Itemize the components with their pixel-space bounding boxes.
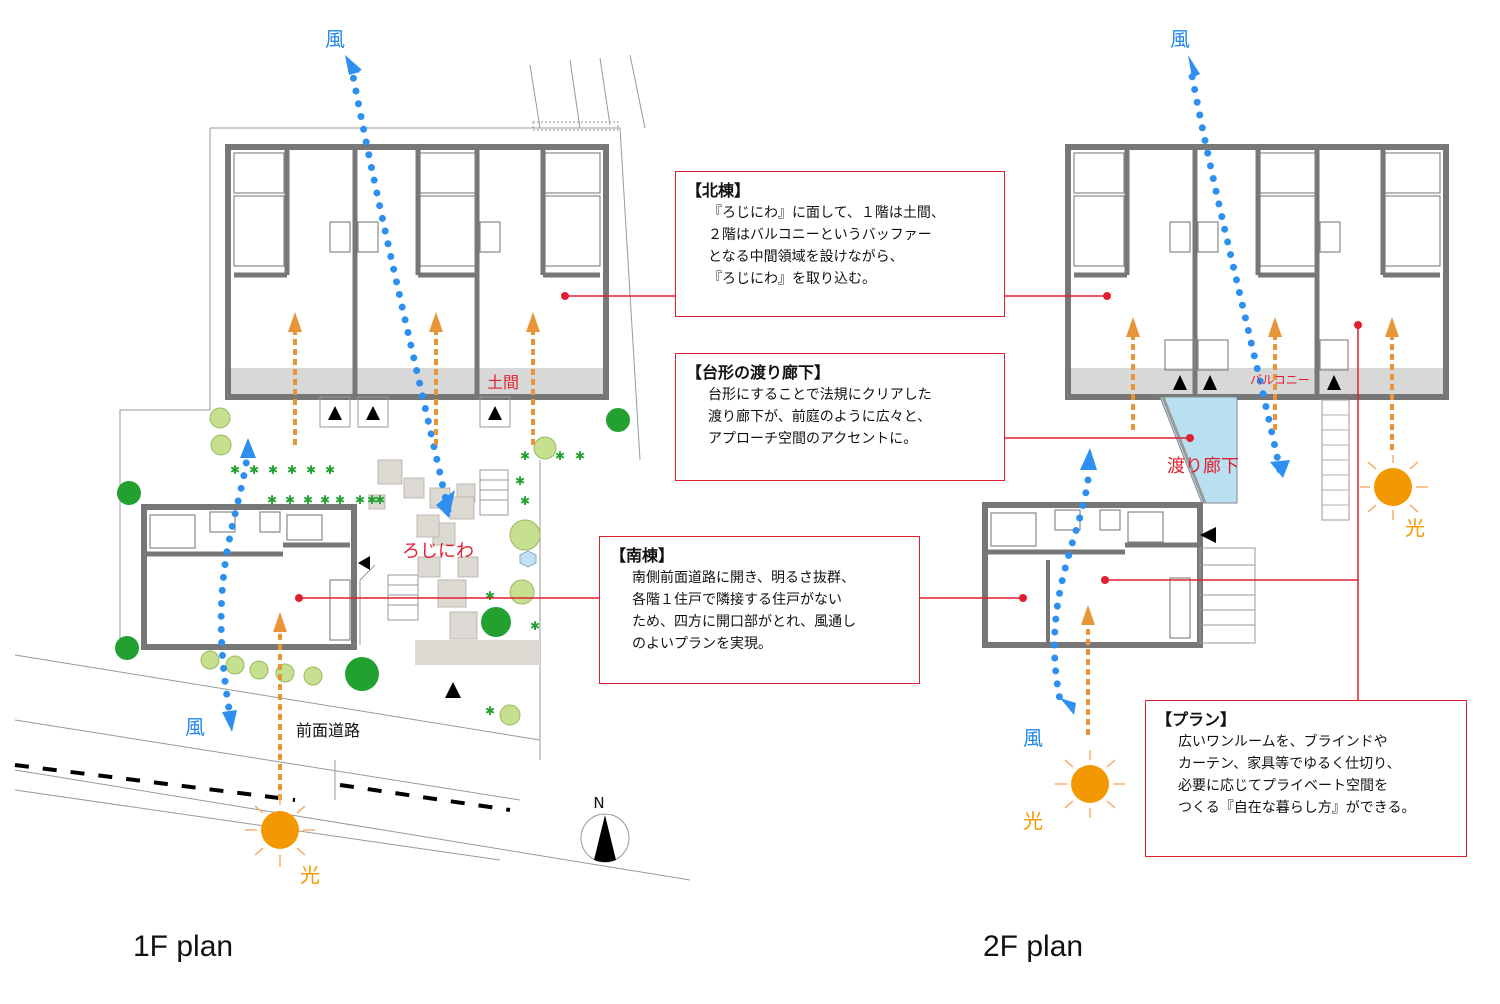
callout-line: 南側前面道路に開き、明るさ抜群、: [632, 570, 856, 586]
callout-line: 『ろじにわ』を取り込む。: [708, 271, 876, 287]
south-building-2f: [982, 502, 1256, 648]
stepping-stones: [368, 459, 479, 640]
svg-text:✱: ✱: [335, 493, 345, 507]
svg-text:✱: ✱: [575, 449, 585, 463]
site-boundary: [14, 54, 691, 881]
water-feature: [519, 550, 537, 568]
callout-line: のよいプランを実現。: [632, 636, 772, 652]
wind-arrowhead: [345, 55, 362, 75]
svg-text:✱: ✱: [320, 493, 330, 507]
light-label-1f: 光: [300, 863, 320, 887]
svg-text:✱: ✱: [230, 463, 240, 477]
first-floor-plan: ✱✱✱ ✱✱✱ ✱✱✱ ✱✱✱ ✱✱ ✱✱✱ ✱✱✱ ✱✱: [14, 27, 691, 887]
callout-south-building: 【南棟】 南側前面道路に開き、明るさ抜群、 各階１住戸で隣接する住戸がない ため…: [599, 536, 920, 684]
svg-text:✱: ✱: [287, 463, 297, 477]
north-building-2f: [1065, 144, 1449, 400]
sun-icon-2f-bottom: [1055, 750, 1125, 818]
callout-title: 【北棟】: [686, 181, 751, 200]
south-building-1f: [141, 469, 540, 698]
callout-leaders-2f: [920, 295, 1359, 700]
svg-text:✱: ✱: [515, 474, 525, 488]
light-arrows-2f: [1086, 335, 1394, 735]
svg-text:✱: ✱: [267, 493, 277, 507]
wind-arrow-2f-south: [1050, 476, 1092, 704]
light-label-2f-right: 光: [1405, 516, 1425, 540]
earth-floor-label: 土間: [487, 373, 519, 392]
north-label: N: [593, 794, 604, 812]
wind-arrowhead: [436, 490, 455, 518]
callout-title: 【南棟】: [610, 546, 675, 565]
callout-north-building: 【北棟】 『ろじにわ』に面して、１階は土間、 ２階はバルコニーというバッファー …: [675, 171, 1005, 317]
road-curb: [14, 763, 511, 812]
front-road-label: 前面道路: [296, 721, 360, 740]
svg-text:✱: ✱: [355, 493, 365, 507]
svg-text:✱: ✱: [375, 493, 385, 507]
north-arrow-icon: [580, 813, 630, 863]
wind-arrow-1f-north: [346, 56, 452, 514]
stairs-2f-north: [1321, 399, 1350, 521]
svg-text:✱: ✱: [325, 463, 335, 477]
wind-label-2f-top: 風: [1170, 27, 1190, 51]
wind-label-2f-bottom: 風: [1023, 726, 1043, 750]
svg-text:✱: ✱: [285, 493, 295, 507]
balcony-label: バルコニー: [1250, 373, 1310, 387]
sun-icon-1f: [245, 795, 315, 867]
callout-line: アプローチ空間のアクセントに。: [708, 431, 918, 447]
wind-label-1f-bottom: 風: [185, 715, 205, 739]
callout-line: 各階１住戸で隣接する住戸がない: [632, 592, 842, 608]
second-floor-plan-title: 2F plan: [983, 930, 1084, 963]
wind-arrow-1f-south: [217, 446, 252, 719]
svg-text:✱: ✱: [306, 463, 316, 477]
callout-line: ため、四方に開口部がとれ、風通し: [632, 614, 857, 630]
callout-line: 『ろじにわ』に面して、１階は土間、: [708, 205, 945, 221]
callout-line: カーテン、家具等でゆるく仕切り、: [1178, 756, 1401, 772]
callout-line: つくる『自在な暮らし方』ができる。: [1178, 800, 1416, 816]
callout-line: 必要に応じてプライベート空間を: [1178, 778, 1388, 794]
svg-text:✱: ✱: [485, 704, 495, 718]
callout-line: 渡り廊下が、前庭のように広々と、: [708, 409, 932, 425]
north-building-1f: [225, 144, 609, 428]
svg-text:✱: ✱: [485, 589, 495, 603]
callout-line: ２階はバルコニーというバッファー: [708, 227, 932, 243]
callout-leaders-1f: [299, 295, 675, 599]
wind-arrow-2f-north: [1186, 61, 1284, 474]
callout-line: となる中間領域を設けながら、: [708, 249, 904, 265]
callout-title: 【台形の渡り廊下】: [686, 363, 831, 382]
callout-line: 広いワンルームを、ブラインドや: [1178, 734, 1388, 750]
svg-text:✱: ✱: [268, 463, 278, 477]
roji-garden-label: ろじにわ: [402, 541, 474, 562]
bridge-corridor: [1159, 396, 1238, 504]
callout-corridor: 【台形の渡り廊下】 台形にすることで法規にクリアした 渡り廊下が、前庭のように広…: [675, 353, 1005, 481]
callout-line: 台形にすることで法規にクリアした: [708, 387, 932, 403]
second-floor-plan: 風 風 光 光 バルコニー 渡り廊下: [920, 27, 1449, 833]
svg-text:✱: ✱: [249, 463, 259, 477]
first-floor-plan-title: 1F plan: [133, 930, 234, 963]
trees: ✱✱✱ ✱✱✱ ✱✱✱ ✱✱✱ ✱✱ ✱✱✱ ✱✱✱ ✱✱: [115, 407, 630, 726]
entrance-markers: [328, 406, 502, 420]
light-arrows-1f: [278, 330, 535, 800]
svg-text:✱: ✱: [555, 449, 565, 463]
corridor-label: 渡り廊下: [1167, 456, 1239, 477]
svg-text:✱: ✱: [303, 493, 313, 507]
callout-title: 【プラン】: [1156, 710, 1237, 729]
svg-text:✱: ✱: [367, 493, 377, 507]
svg-text:✱: ✱: [530, 619, 540, 633]
sun-icon-2f-right: [1360, 455, 1428, 520]
callout-plan: 【プラン】 広いワンルームを、ブラインドや カーテン、家具等でゆるく仕切り、 必…: [1145, 700, 1467, 857]
svg-text:✱: ✱: [520, 494, 530, 508]
wind-label-1f-top: 風: [325, 27, 345, 51]
svg-text:✱: ✱: [520, 449, 530, 463]
light-label-2f-bottom: 光: [1023, 809, 1043, 833]
